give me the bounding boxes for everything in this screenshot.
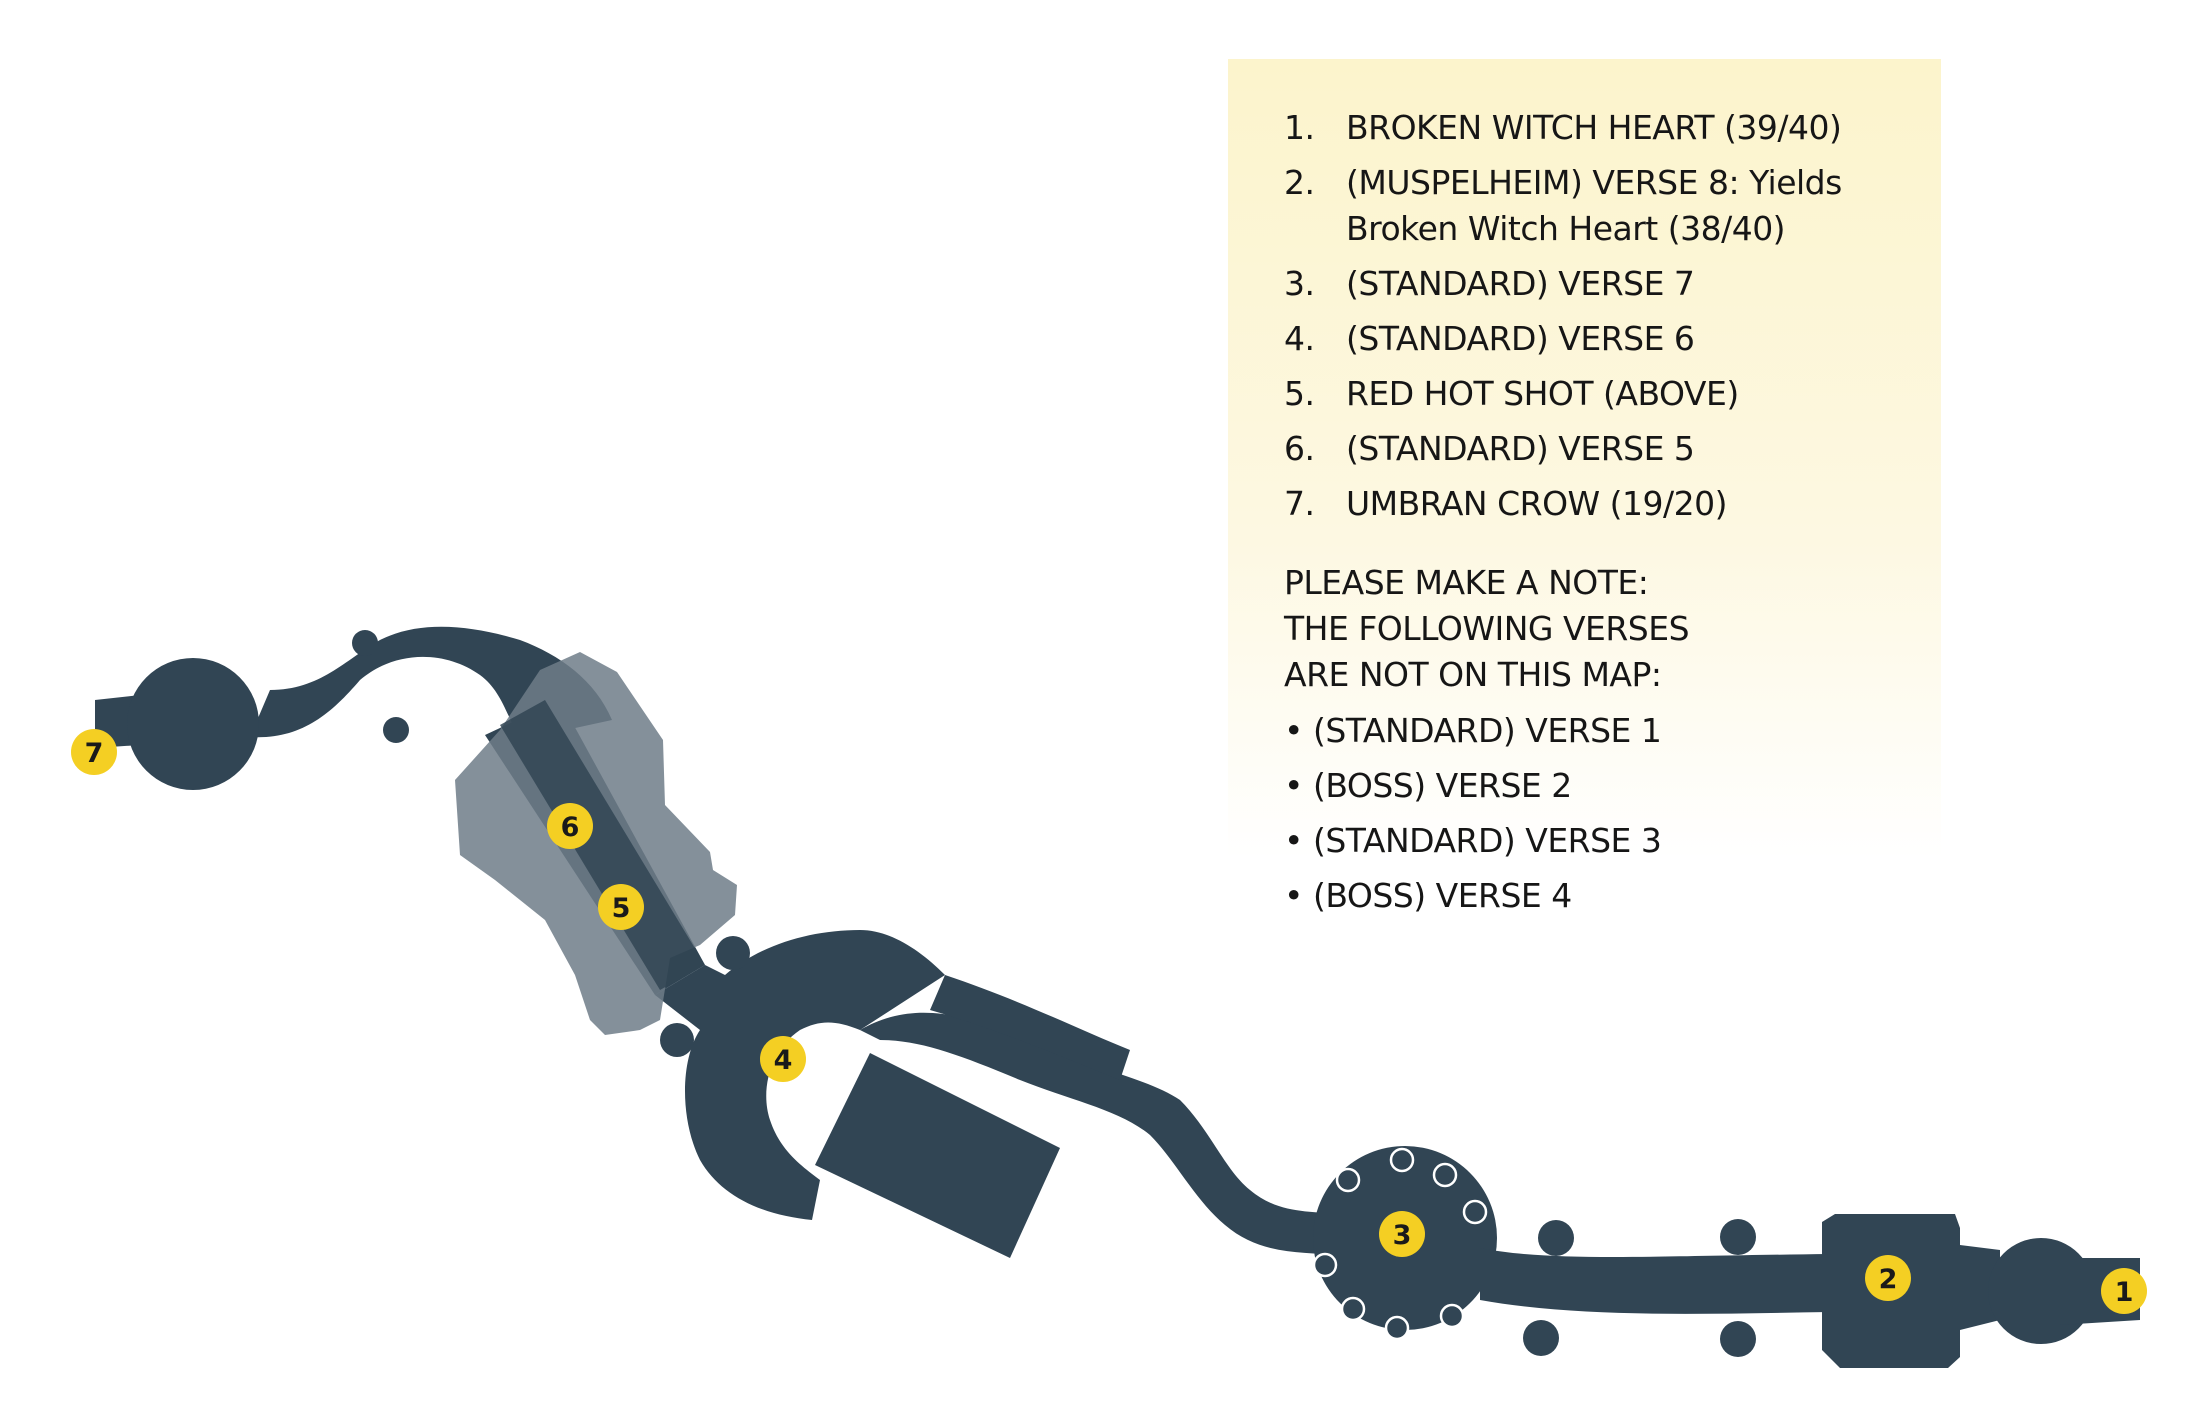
note-line: THE FOLLOWING VERSES <box>1284 609 1690 648</box>
missing-verse-item: • (STANDARD) VERSE 3 <box>1284 821 1662 860</box>
marker-circle <box>2101 1268 2147 1314</box>
legend-item-text: (MUSPELHEIM) VERSE 8: Yields Broken Witc… <box>1346 163 1842 248</box>
map-markers: 1 2 3 4 5 6 7 <box>71 729 2147 1314</box>
legend-item-text: UMBRAN CROW (19/20) <box>1346 484 1728 523</box>
legend-item-number: 4. <box>1284 319 1315 358</box>
room-three-rings <box>1312 1147 1488 1341</box>
missing-verses-list: • (STANDARD) VERSE 1 • (BOSS) VERSE 2 • … <box>1284 708 1941 919</box>
ring-dot <box>1384 1315 1410 1341</box>
ring-dot <box>1439 1303 1465 1329</box>
pillar-dot <box>1720 1321 1756 1357</box>
marker-label: 5 <box>612 893 631 924</box>
marker-label: 2 <box>1879 1264 1898 1295</box>
marker-2[interactable]: 2 <box>1865 1255 1911 1301</box>
ring-dot <box>1312 1252 1338 1278</box>
room-seven-chamber <box>127 658 259 790</box>
middle-corridor <box>860 1012 1340 1255</box>
marker-circle <box>547 803 593 849</box>
pillar-dot <box>1720 1219 1756 1255</box>
legend-item-7: 7. UMBRAN CROW (19/20) <box>1284 481 1941 527</box>
marker-1[interactable]: 1 <box>2101 1268 2147 1314</box>
marker-circle <box>598 884 644 930</box>
legend-item-text: (STANDARD) VERSE 5 <box>1346 429 1695 468</box>
legend-item-number: 2. <box>1284 163 1315 202</box>
pillar-dot <box>352 630 378 656</box>
legend-item-text: (STANDARD) VERSE 7 <box>1346 264 1695 303</box>
marker-6[interactable]: 6 <box>547 803 593 849</box>
legend-item-number: 1. <box>1284 108 1315 147</box>
ring-dot <box>1340 1296 1366 1322</box>
ring-dot <box>1432 1162 1458 1188</box>
legend-item-1: 1. BROKEN WITCH HEART (39/40) <box>1284 105 1941 151</box>
pillar-dot <box>1523 1320 1559 1356</box>
ring-dot <box>1389 1147 1415 1173</box>
legend-item-6: 6. (STANDARD) VERSE 5 <box>1284 426 1941 472</box>
legend-item-number: 3. <box>1284 264 1315 303</box>
marker-5[interactable]: 5 <box>598 884 644 930</box>
central-chamber <box>655 930 945 1220</box>
marker-circle <box>1865 1255 1911 1301</box>
lower-corridor <box>1480 1248 1830 1314</box>
legend-item-number: 7. <box>1284 484 1315 523</box>
marker-label: 6 <box>561 812 580 843</box>
upper-middle-corridor <box>930 975 1130 1080</box>
marker-label: 4 <box>774 1045 793 1076</box>
pillar-dot <box>660 1023 694 1057</box>
pillar-dot <box>1538 1220 1574 1256</box>
legend-item-2: 2. (MUSPELHEIM) VERSE 8: Yields Broken Wi… <box>1284 160 1941 252</box>
legend-item-3: 3. (STANDARD) VERSE 7 <box>1284 261 1941 307</box>
legend-item-text: (STANDARD) VERSE 6 <box>1346 319 1695 358</box>
ring-dot <box>1335 1167 1361 1193</box>
legend-list: 1. BROKEN WITCH HEART (39/40) 2. (MUSPELHE… <box>1284 105 1941 527</box>
note-line: ARE NOT ON THIS MAP: <box>1284 655 1662 694</box>
rectangular-block <box>815 1053 1060 1258</box>
legend-note: PLEASE MAKE A NOTE: THE FOLLOWING VERSES… <box>1284 560 1941 919</box>
legend-item-text: RED HOT SHOT (ABOVE) <box>1346 374 1739 413</box>
diagonal-corridor-overlay <box>500 700 705 990</box>
note-line: PLEASE MAKE A NOTE: <box>1284 563 1649 602</box>
marker-label: 1 <box>2115 1277 2134 1308</box>
room-two-chamber <box>1822 1214 2000 1368</box>
marker-circle <box>760 1036 806 1082</box>
marker-label: 3 <box>1393 1220 1412 1251</box>
marker-7[interactable]: 7 <box>71 729 117 775</box>
marker-circle <box>1379 1211 1425 1257</box>
map-legend: 1. BROKEN WITCH HEART (39/40) 2. (MUSPELHE… <box>1228 59 1941 915</box>
legend-item-text: BROKEN WITCH HEART (39/40) <box>1346 108 1842 147</box>
ring-dot <box>1462 1199 1488 1225</box>
marker-3[interactable]: 3 <box>1379 1211 1425 1257</box>
pillar-dot <box>716 936 750 970</box>
legend-item-4: 4. (STANDARD) VERSE 6 <box>1284 316 1941 362</box>
missing-verse-item: • (BOSS) VERSE 2 <box>1284 766 1572 805</box>
marker-circle <box>71 729 117 775</box>
legend-item-5: 5. RED HOT SHOT (ABOVE) <box>1284 371 1941 417</box>
legend-item-number: 5. <box>1284 374 1315 413</box>
missing-verse-item: • (STANDARD) VERSE 1 <box>1284 711 1662 750</box>
marker-label: 7 <box>85 738 104 769</box>
pillar-dot <box>383 717 409 743</box>
legend-item-number: 6. <box>1284 429 1315 468</box>
marker-4[interactable]: 4 <box>760 1036 806 1082</box>
missing-verse-item: • (BOSS) VERSE 4 <box>1284 876 1572 915</box>
